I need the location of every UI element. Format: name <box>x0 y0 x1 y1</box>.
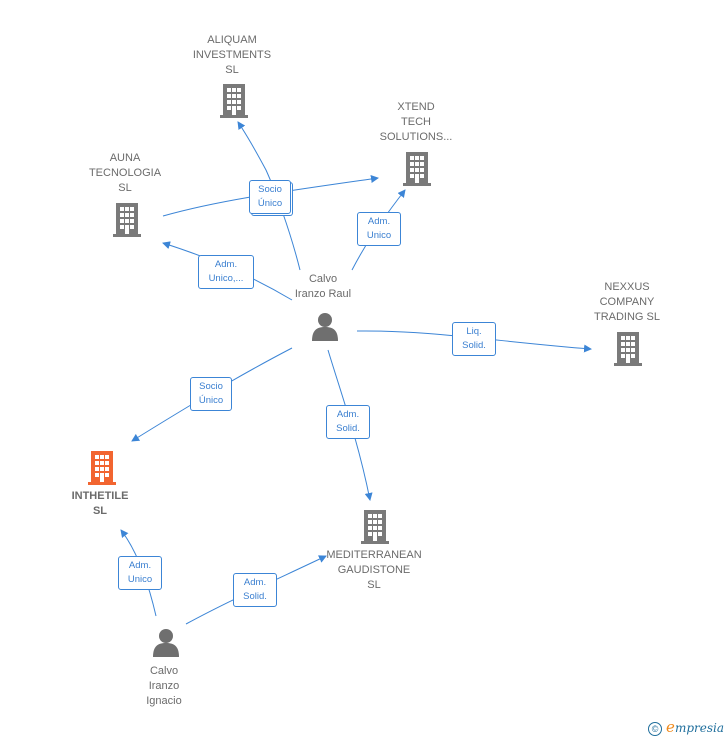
edge-badge-adm-unico-xtend: Adm. Unico <box>357 212 401 246</box>
copyright-icon: © <box>648 722 663 736</box>
building-icon-xtend <box>403 152 431 186</box>
edge-badge-socio-unico-inthetile: Socio Único <box>190 377 232 411</box>
node-label-aliquam[interactable]: ALIQUAM INVESTMENTS SL <box>192 34 272 76</box>
building-icon-mediterranean <box>361 510 389 544</box>
person-icon-raul <box>312 313 338 341</box>
node-label-nexxus[interactable]: NEXXUS COMPANY TRADING SL <box>593 281 660 323</box>
edge-badge-socio-unico-aliquam-xtend: Socio Único <box>249 180 291 214</box>
brand-e: e <box>666 718 675 736</box>
building-icon-auna <box>113 203 141 237</box>
empresia-logo[interactable]: ©empresia <box>648 718 724 736</box>
node-label-xtend[interactable]: XTEND TECH SOLUTIONS... <box>379 101 453 143</box>
node-label-auna[interactable]: AUNA TECNOLOGIA SL <box>88 152 162 194</box>
node-label-inthetile[interactable]: INTHETILE SL <box>71 490 129 517</box>
building-icon-nexxus <box>614 332 642 366</box>
edge-raul-aliquam <box>237 121 301 271</box>
edge-badge-adm-solid-mediterranean: Adm. Solid. <box>326 405 370 439</box>
brand-name: mpresia <box>674 721 724 735</box>
node-label-calvo-raul[interactable]: Calvo Iranzo Raul <box>294 273 352 300</box>
person-icon-ignacio <box>153 629 179 657</box>
edge-badge-adm-unico-ignacio-inthetile: Adm. Unico <box>118 556 162 590</box>
edge-badge-liq-solid-nexxus: Liq. Solid. <box>452 322 496 356</box>
node-label-calvo-ignacio[interactable]: Calvo Iranzo Ignacio <box>146 665 182 707</box>
node-label-mediterranean[interactable]: MEDITERRANEAN GAUDISTONE SL <box>326 549 422 591</box>
edge-badge-adm-solid-ignacio-mediterranean: Adm. Solid. <box>233 573 277 607</box>
edge-badge-adm-unico-auna: Adm. Unico,... <box>198 255 254 289</box>
building-icon-aliquam <box>220 84 248 118</box>
building-icon-inthetile <box>88 451 116 485</box>
